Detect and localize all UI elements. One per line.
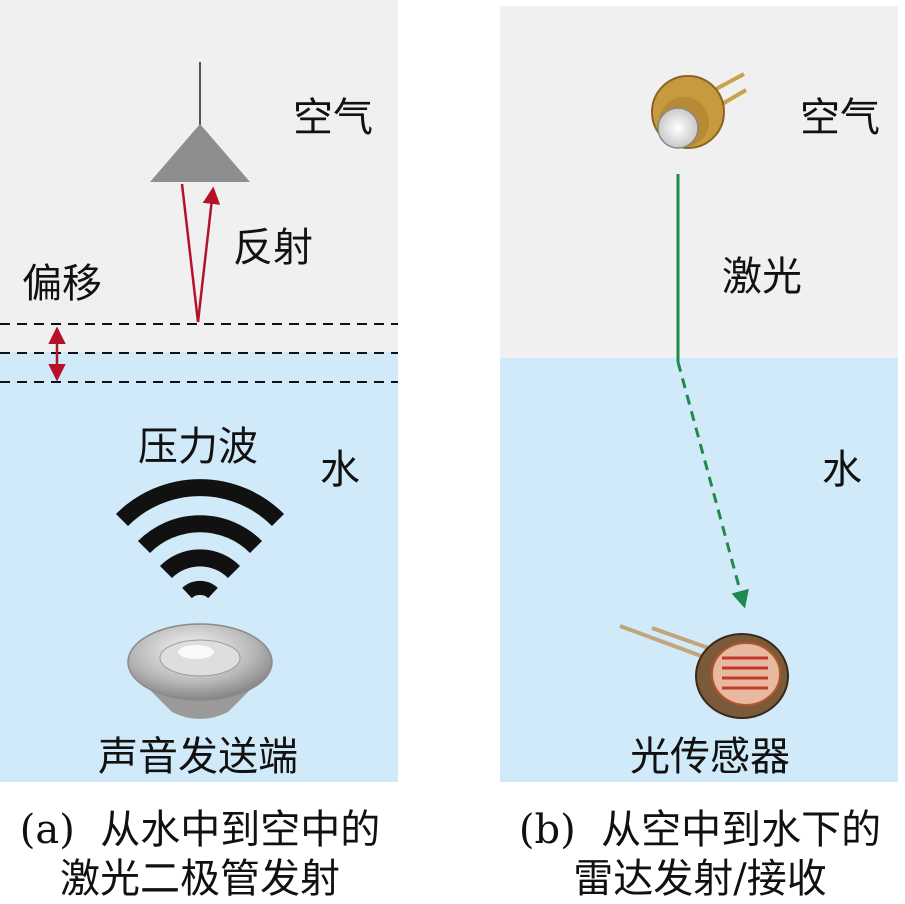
laser-label: 激光 [722,254,802,300]
caption-a-line1: (a) 从水中到空中的 [20,807,381,853]
surface-dashed-lines [0,323,398,383]
sound-sender-label: 声音发送端 [98,734,298,780]
panel-a-air-label: 空气 [293,95,373,141]
caption-b-line1: (b) 从空中到水下的 [519,807,881,853]
speaker-icon [127,623,273,719]
reflection-arrows [180,183,221,323]
panel-a: 空气 反射 偏移 压力波 水 声音发送端 [0,0,398,782]
laser-beam [676,174,749,609]
offset-label: 偏移 [22,261,102,307]
panel-b-air-region [500,6,898,358]
pressure-wave-label: 压力波 [138,424,258,470]
panel-b-water-region [500,358,898,782]
laser-diode-icon [651,72,748,149]
light-sensor-label: 光传感器 [630,734,790,780]
panel-b-water-label: 水 [822,447,862,493]
caption-b-line2: 雷达发射/接收 [573,856,826,902]
panel-b-air-label: 空气 [800,95,880,141]
panel-b: 空气 激光 水 光传感器 [500,6,898,782]
pressure-wave-icon [115,479,285,599]
panel-a-water-label: 水 [320,447,360,493]
light-sensor-icon [619,624,789,719]
laser-detector-icon [150,62,250,182]
reflection-label: 反射 [233,225,313,271]
caption-a-line2: 激光二极管发射 [60,856,340,902]
